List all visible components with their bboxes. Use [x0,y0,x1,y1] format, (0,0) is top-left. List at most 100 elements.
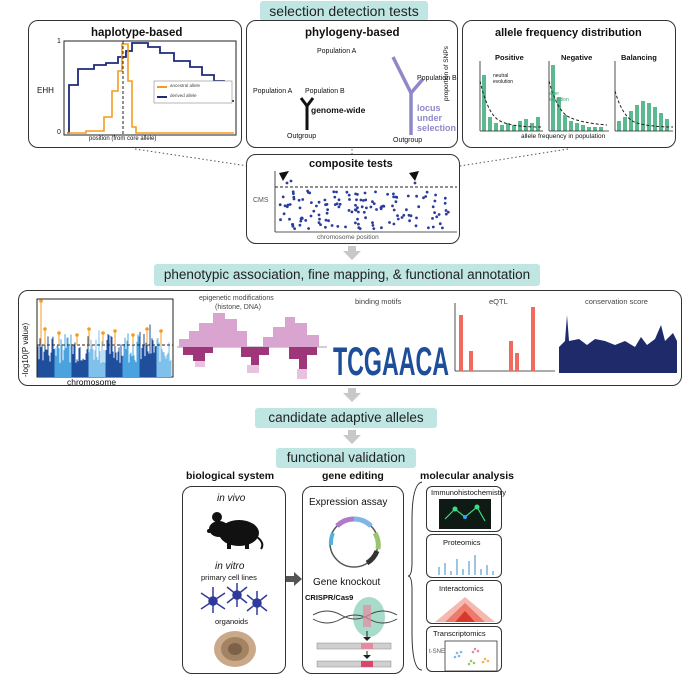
legend-ancestral: ancestral allele [170,83,201,88]
organoids-label: organoids [215,617,248,626]
ihc-panel: Immunohistochemistry [426,486,506,532]
cms-dot [400,216,404,219]
genome-wide-label: genome-wide [311,105,366,115]
cms-dot [304,219,308,222]
tsne-plot [444,640,498,672]
pop-a-left: Population A [253,88,293,95]
afd-panel-positive: Positive [495,53,524,62]
cms-dot [356,206,359,210]
manhattan-hit [75,333,79,337]
cms-dot [434,193,437,197]
cms-dot [282,212,286,216]
crispr-label: CRISPR/Cas9 [305,593,354,602]
in-vitro-label: in vitro [215,561,245,572]
cms-dot [363,191,367,195]
cms-dot [324,225,327,229]
cms-dot [298,206,302,210]
cms-dot [355,198,358,202]
cms-dot [380,226,383,230]
annotation-panel: -log10(P value) chromosome epigenetic mo… [18,290,682,387]
manhattan-hit [87,327,91,331]
cms-dot [338,202,342,206]
arrow-stem-3 [348,430,356,436]
cms-dot [414,224,418,228]
cms-dot [315,204,318,208]
manhattan-hit [131,333,135,337]
cms-dot [319,223,322,226]
haplotype-title: haplotype-based [91,27,183,39]
cms-dot [438,222,442,226]
arrow-3 [343,435,361,444]
haplotype-panel: haplotype-based EHH 1 0 position (from c… [28,20,242,148]
cms-dot [444,209,448,212]
cms-dot [392,208,396,212]
cms-dot [330,224,334,227]
arrow-1 [343,251,361,260]
gene-title: gene editing [322,470,384,482]
epigenetic-sublabel: (histone, DNA) [215,304,261,311]
cms-dot [371,221,374,224]
manhattan-plot [36,298,174,378]
cms-dot [394,200,398,204]
eqtl-plot [454,303,555,372]
cms-dot [431,225,435,229]
manhattan-hit [113,329,117,333]
cms-dot [362,210,366,214]
cms-dot [307,227,310,230]
cms-dot [309,214,313,218]
cms-label: CMS [253,197,269,204]
cms-dot [371,200,374,203]
crispr-diagram [312,597,398,668]
cms-dot [347,209,351,212]
expression-label: Expression assay [309,497,388,508]
cms-dot [283,204,287,208]
outgroup-right: Outgroup [393,137,423,144]
cms-dot [291,223,294,226]
cms-dot [354,221,357,225]
cms-dot [326,208,329,211]
cms-dot [425,190,429,194]
cms-dot [395,196,399,199]
afd-xlabel: allele frequency in population [521,133,606,140]
afd-after-label: after selection [549,91,569,103]
gene-editing-panel: Expression assay Gene knockout CRISPR/Ca… [302,486,404,674]
cms-dot [375,208,378,211]
cms-dot [415,216,418,220]
mol-title: molecular analysis [420,470,514,482]
bio-system-panel: in vivo in vitro primary cell lines orga… [182,486,286,674]
arrow-stem-1 [348,246,356,252]
cms-dot [433,199,437,203]
composite-panel: composite tests CMS chromosome position [246,154,460,244]
cms-dot [362,199,365,202]
cms-scatter [274,171,457,233]
afd-plots [479,61,674,132]
peak-arrow-right [409,171,419,181]
cms-dot [312,209,316,213]
pop-a-right: Population A [317,48,357,55]
cms-dot [413,181,417,185]
cms-dot [359,198,363,202]
cms-dot [337,198,341,202]
cms-dot [289,179,293,183]
cms-dot [392,195,395,199]
cms-dot [405,208,408,212]
cms-dot [350,210,354,214]
manhattan-hit [43,327,47,331]
cms-dot [424,195,428,198]
phylogeny-title: phylogeny-based [305,27,400,39]
cms-dot [324,218,328,222]
cms-dot [286,203,290,207]
right-arrow-icon [286,572,302,586]
cms-dot [301,198,305,201]
manhattan-hit [101,331,105,335]
cms-dot [381,204,385,208]
cms-dot [431,217,434,220]
derived-allele-curve [67,42,234,134]
candidate-banner: candidate adaptive alleles [255,408,437,428]
cms-dot [358,227,362,230]
afd-panel-balancing: Balancing [621,53,657,62]
cms-dot [327,219,330,223]
manhattan-hit [57,331,61,335]
conservation-label: conservation score [585,297,648,306]
